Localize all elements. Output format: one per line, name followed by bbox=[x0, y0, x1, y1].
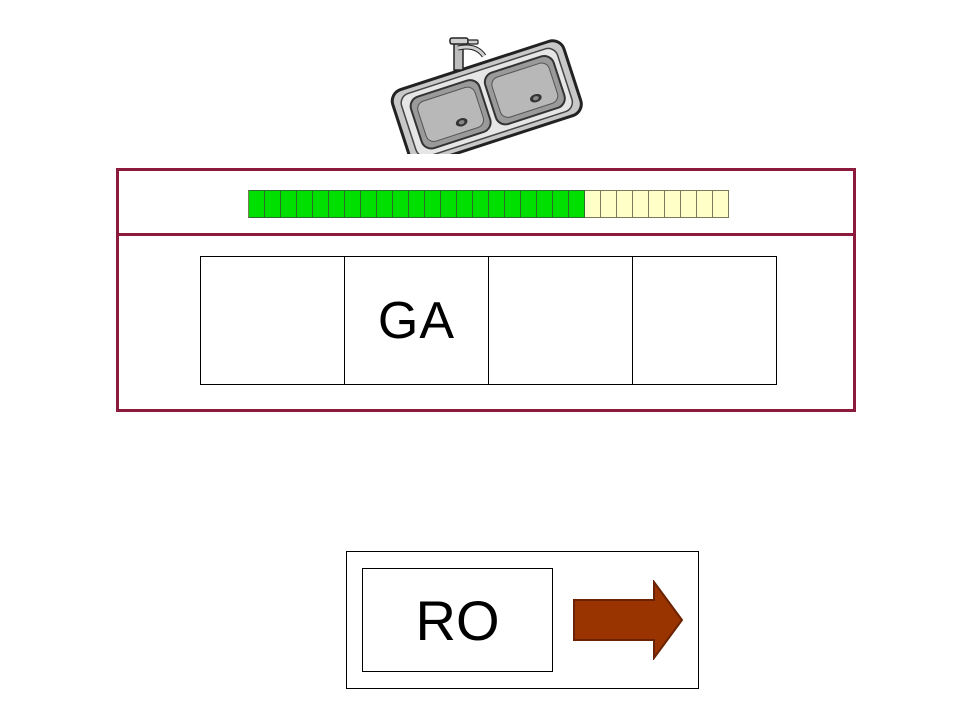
progress-segment-empty bbox=[713, 190, 729, 218]
progress-segment-filled bbox=[409, 190, 425, 218]
progress-segment-filled bbox=[393, 190, 409, 218]
progress-segment-filled bbox=[329, 190, 345, 218]
right-arrow-icon[interactable] bbox=[572, 580, 684, 660]
progress-segment-filled bbox=[345, 190, 361, 218]
syllable-slots: GA bbox=[200, 256, 777, 385]
progress-segment-filled bbox=[361, 190, 377, 218]
progress-segment-filled bbox=[425, 190, 441, 218]
progress-segment-filled bbox=[537, 190, 553, 218]
syllable-card[interactable]: RO bbox=[362, 568, 553, 672]
progress-segment-filled bbox=[521, 190, 537, 218]
progress-segment-empty bbox=[585, 190, 601, 218]
progress-segment-filled bbox=[377, 190, 393, 218]
syllable-slot-1[interactable] bbox=[201, 257, 345, 384]
progress-segment-filled bbox=[569, 190, 585, 218]
progress-segment-empty bbox=[649, 190, 665, 218]
progress-segment-empty bbox=[697, 190, 713, 218]
panel-divider bbox=[119, 233, 853, 236]
progress-segment-filled bbox=[249, 190, 265, 218]
progress-segment-empty bbox=[601, 190, 617, 218]
progress-segment-empty bbox=[681, 190, 697, 218]
progress-bar bbox=[248, 190, 729, 218]
progress-segment-filled bbox=[313, 190, 329, 218]
progress-segment-empty bbox=[665, 190, 681, 218]
progress-segment-filled bbox=[489, 190, 505, 218]
syllable-slot-3[interactable] bbox=[489, 257, 633, 384]
progress-segment-filled bbox=[297, 190, 313, 218]
kitchen-sink-icon bbox=[390, 37, 583, 154]
progress-segment-filled bbox=[505, 190, 521, 218]
progress-segment-filled bbox=[553, 190, 569, 218]
progress-segment-empty bbox=[617, 190, 633, 218]
syllable-slot-2[interactable]: GA bbox=[345, 257, 489, 384]
progress-segment-filled bbox=[457, 190, 473, 218]
progress-segment-filled bbox=[441, 190, 457, 218]
progress-segment-empty bbox=[633, 190, 649, 218]
word-panel: GA bbox=[116, 168, 856, 412]
progress-segment-filled bbox=[265, 190, 281, 218]
progress-segment-filled bbox=[281, 190, 297, 218]
progress-segment-filled bbox=[473, 190, 489, 218]
syllable-slot-4[interactable] bbox=[633, 257, 776, 384]
choice-area: RO bbox=[346, 551, 699, 689]
